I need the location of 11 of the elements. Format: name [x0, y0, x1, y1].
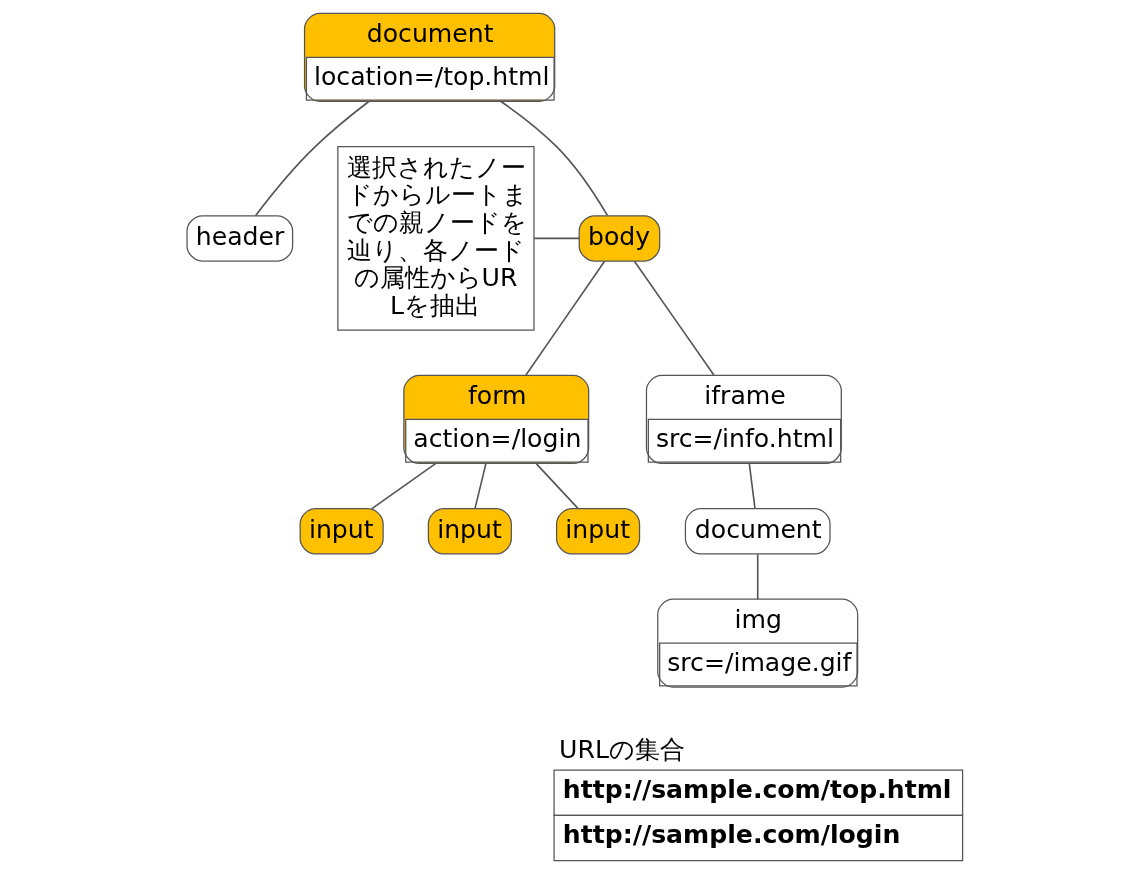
connector [370, 462, 436, 510]
connector [254, 100, 370, 217]
connector [524, 260, 605, 376]
connector [633, 260, 715, 376]
connector [532, 237, 580, 240]
connector [535, 463, 579, 510]
node-label: URLの集合 [558, 734, 685, 764]
connector [748, 463, 756, 510]
connector [499, 100, 608, 217]
connector [756, 553, 759, 600]
connector [473, 463, 487, 510]
